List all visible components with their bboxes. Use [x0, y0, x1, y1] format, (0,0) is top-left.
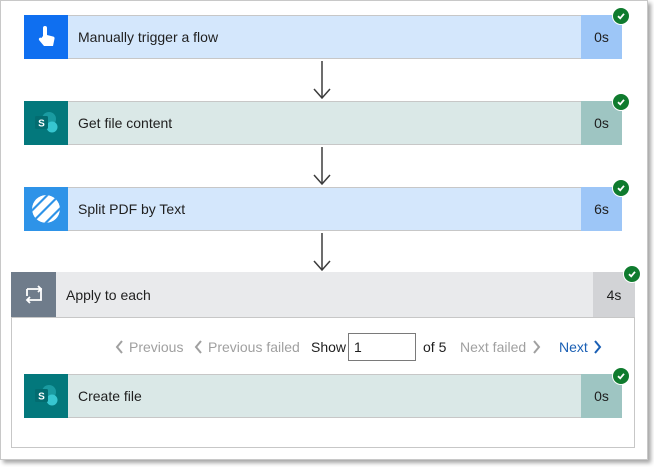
connector-arrow-icon	[313, 61, 331, 99]
previous-label: Previous	[129, 339, 184, 355]
iteration-input-wrap	[348, 331, 416, 363]
chevron-right-icon	[532, 340, 541, 354]
success-check-icon	[612, 179, 630, 197]
next-button[interactable]: Next	[559, 331, 602, 363]
chevron-right-icon	[593, 340, 602, 354]
next-failed-label: Next failed	[460, 339, 527, 355]
iteration-total: of 5	[423, 339, 447, 355]
iteration-pager: Previous Previous failed Show of 5 Next …	[12, 331, 634, 363]
step-create-file[interactable]: S Create file 0s	[24, 374, 622, 418]
loop-icon	[11, 272, 56, 317]
step-get-file-content[interactable]: S Get file content 0s	[24, 101, 622, 145]
next-label: Next	[559, 339, 588, 355]
show-label: Show	[311, 339, 347, 355]
previous-failed-label: Previous failed	[208, 339, 300, 355]
step-split-pdf-by-text[interactable]: Split PDF by Text 6s	[24, 187, 622, 231]
success-check-icon	[612, 93, 630, 111]
step-label: Split PDF by Text	[78, 201, 186, 217]
step-label: Get file content	[78, 115, 173, 131]
sharepoint-icon: S	[24, 374, 68, 418]
sharepoint-icon: S	[24, 101, 68, 145]
svg-text:S: S	[38, 119, 45, 130]
previous-button[interactable]: Previous	[115, 331, 183, 363]
chevron-left-icon	[194, 340, 203, 354]
chevron-left-icon	[115, 340, 124, 354]
apply-to-each-container: Apply to each 4s Previous Previous faile…	[11, 272, 635, 448]
apply-to-each-label: Apply to each	[66, 286, 151, 303]
apply-to-each-header[interactable]: Apply to each 4s	[11, 272, 635, 318]
flow-run-canvas: Manually trigger a flow 0s S Get file co…	[0, 0, 648, 460]
success-check-icon	[612, 367, 630, 385]
success-check-icon	[623, 265, 641, 283]
step-label: Manually trigger a flow	[78, 29, 219, 45]
next-failed-button[interactable]: Next failed	[460, 331, 541, 363]
step-manually-trigger[interactable]: Manually trigger a flow 0s	[24, 15, 622, 59]
connector-arrow-icon	[313, 147, 331, 185]
striped-logo-icon	[24, 187, 68, 231]
touch-icon	[24, 15, 68, 59]
success-check-icon	[612, 7, 630, 25]
connector-arrow-icon	[313, 233, 331, 271]
svg-text:S: S	[38, 392, 45, 403]
step-label: Create file	[78, 388, 142, 404]
previous-failed-button[interactable]: Previous failed	[194, 331, 300, 363]
iteration-number-input[interactable]	[348, 333, 416, 361]
